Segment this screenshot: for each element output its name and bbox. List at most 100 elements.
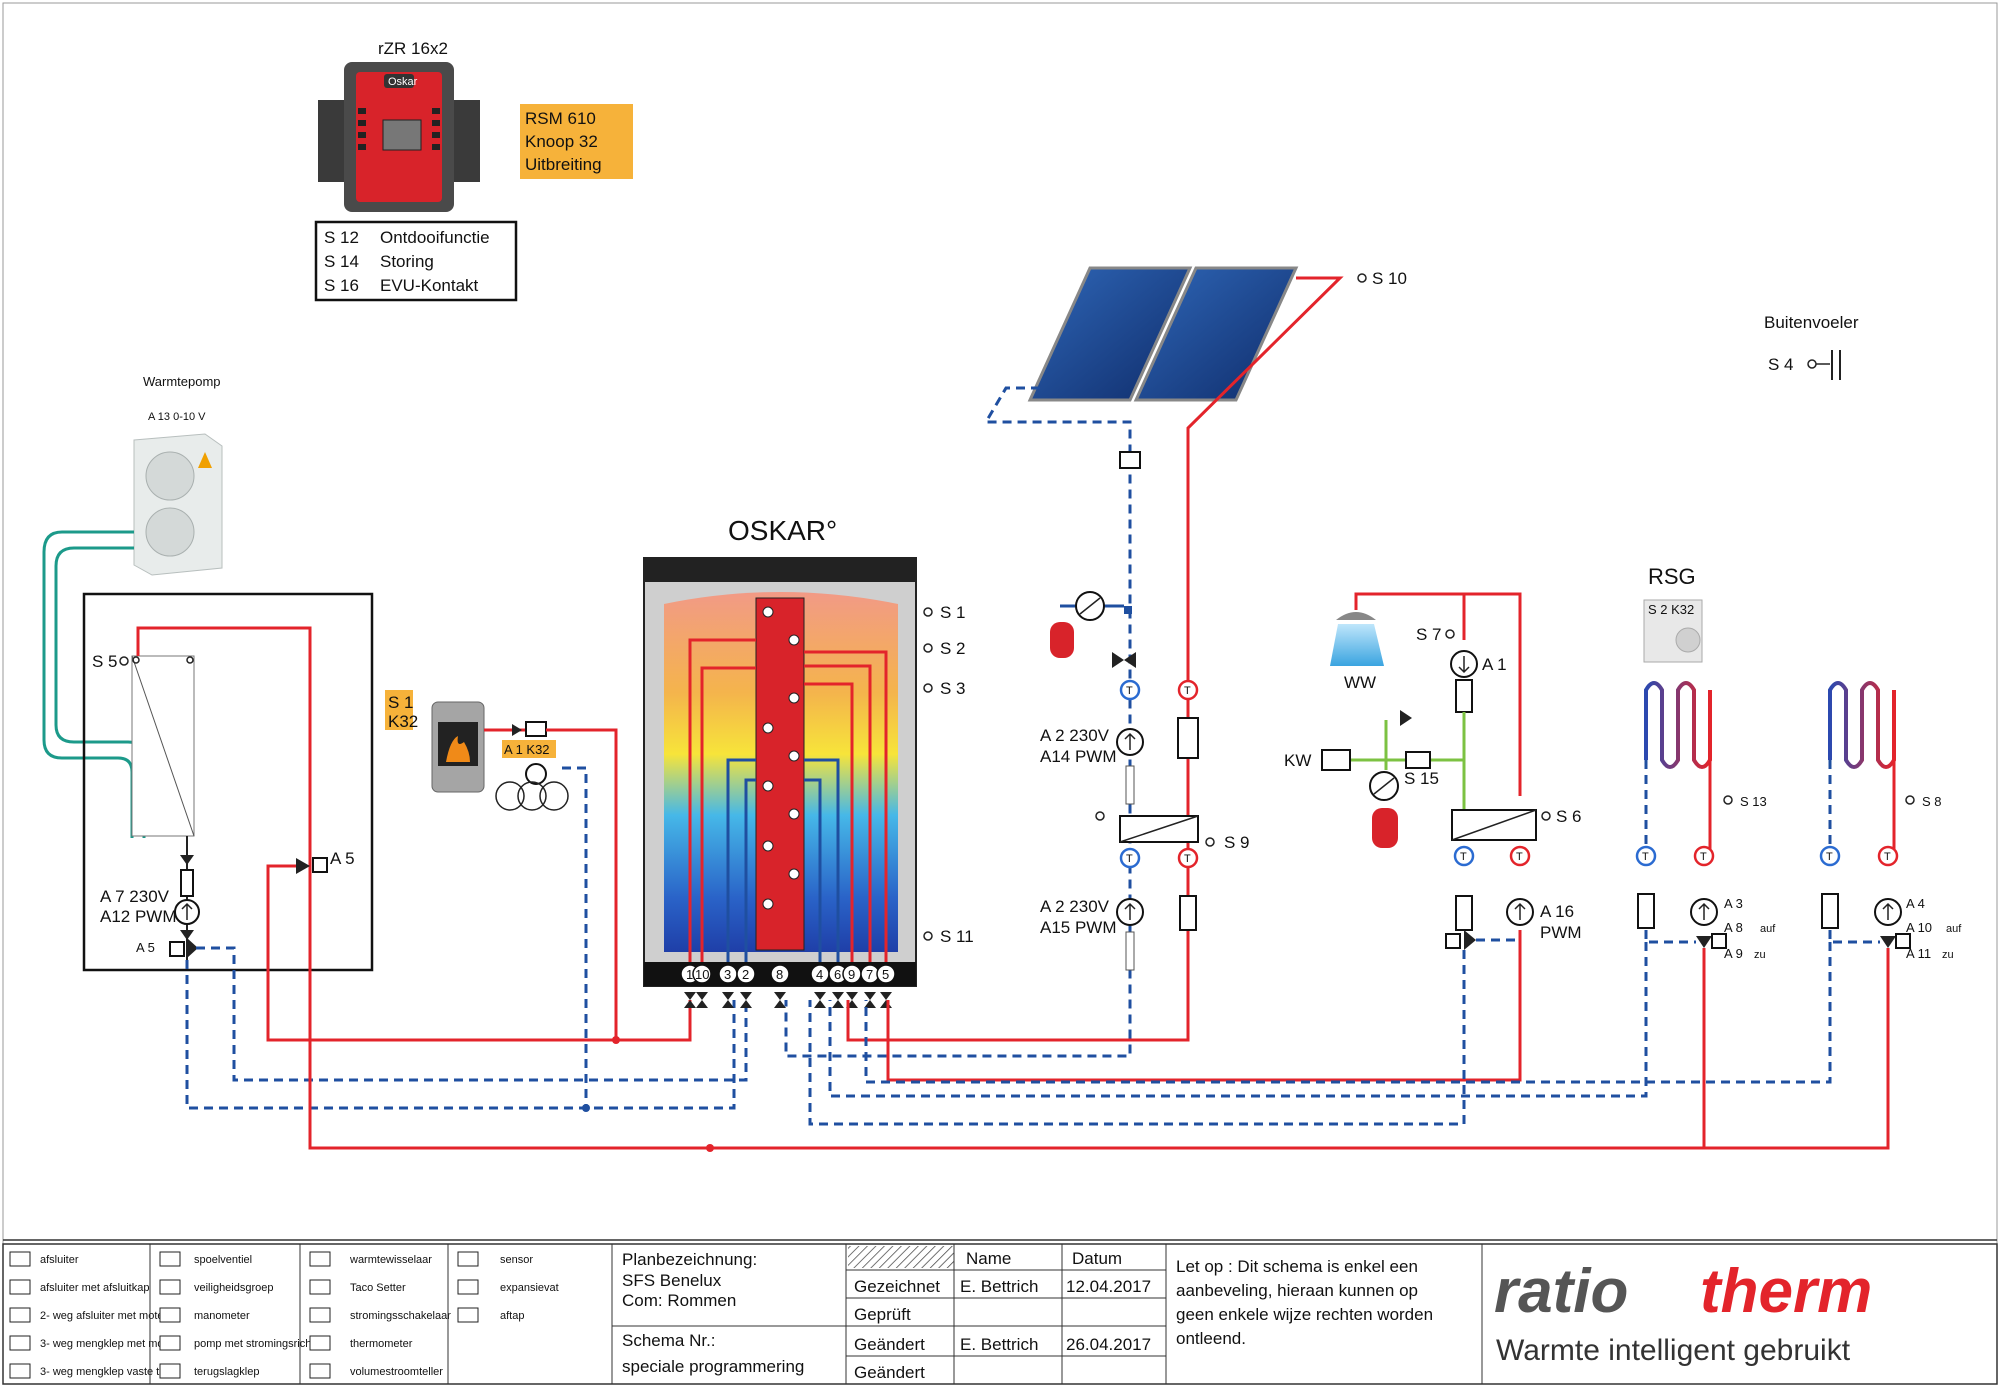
stove-supply-main <box>546 728 618 1040</box>
legend-symbol-icon <box>9 1307 31 1323</box>
legend-symbol-icon <box>309 1335 331 1351</box>
manometer-needle <box>1373 777 1395 795</box>
valve-icon <box>846 992 858 1000</box>
flowmeter-icon <box>1125 765 1135 805</box>
rev-row-date: 12.04.2017 <box>1066 1277 1151 1296</box>
dhw-cold-label: KW <box>1284 751 1311 770</box>
stove-pump-label: A 1 K32 <box>504 742 550 757</box>
stratifier-port <box>762 840 774 852</box>
legend-symbol-icon <box>309 1363 331 1379</box>
junction-dot <box>706 1144 714 1152</box>
legend-symbol-icon <box>457 1307 479 1323</box>
tank-port <box>876 964 896 984</box>
rev-row-label: Geändert <box>854 1363 925 1382</box>
legend-item: warmtewisselaar <box>349 1254 432 1266</box>
tank-port-label: 2 <box>742 967 749 982</box>
sensor-s13-dot <box>1723 795 1733 805</box>
thermometer-icon <box>1119 847 1141 869</box>
thermo-symbol: T <box>1460 851 1467 863</box>
outdoor-sensor-group: Buitenvoeler S 4 <box>1764 313 1859 380</box>
sensor-s5-label: S 5 <box>92 652 118 671</box>
coil-icon <box>539 781 569 811</box>
c2-open: A 10 <box>1906 920 1932 935</box>
valve-icon <box>740 1000 752 1008</box>
sensor-s6-dot <box>1541 811 1551 821</box>
stratifier-port <box>788 868 800 880</box>
dhw-s15: S 15 <box>1404 769 1439 788</box>
tank-top <box>644 558 916 582</box>
badge-line-3: Uitbreiting <box>525 155 602 174</box>
outdoor-title: Buitenvoeler <box>1764 313 1859 332</box>
hp-return-blue <box>196 946 748 1082</box>
hp-pump-line1: A 7 230V <box>100 887 170 906</box>
thermo-symbol: T <box>1184 853 1191 865</box>
hp-pump-line2: A12 PWM <box>100 907 177 926</box>
shower-label: WW <box>1344 673 1376 692</box>
tank-sensor-s2: S 2 <box>940 639 966 658</box>
sensor-label-s16: EVU-Kontakt <box>380 276 479 295</box>
rev-row-date: 26.04.2017 <box>1066 1335 1151 1354</box>
c1-return-main <box>828 942 1648 1098</box>
logo-ratio: ratio <box>1494 1257 1628 1326</box>
thermometer-icon <box>1177 679 1199 701</box>
c2-supply-main <box>1704 948 1890 1150</box>
c2-open-sub: auf <box>1946 923 1962 935</box>
note-line2: aanbeveling, hieraan kunnen op <box>1176 1281 1418 1300</box>
a5-label: A 5 <box>330 849 355 868</box>
controller-sensor-box <box>314 220 518 302</box>
junction-dot <box>612 1036 620 1044</box>
controller-led <box>358 144 366 150</box>
thermometer-icon <box>1453 845 1475 867</box>
c1-open: A 8 <box>1724 920 1743 935</box>
tank-stratifier <box>755 597 805 951</box>
sensor-s8-dot <box>1905 795 1915 805</box>
mixer-valve-icon <box>1696 936 1712 948</box>
expansion-vessel-icon <box>1372 808 1398 848</box>
underfloor-coil-1 <box>1644 681 1712 769</box>
legend-symbol-icon <box>309 1279 331 1295</box>
controller-model: rZR 16x2 <box>378 39 448 58</box>
coil-icon <box>495 781 525 811</box>
tank-port-label: 5 <box>882 967 889 982</box>
c1-sensor: S 13 <box>1740 794 1767 809</box>
badge-line-2: Knoop 32 <box>525 132 598 151</box>
heatpump-title: Warmtepomp <box>143 374 221 389</box>
legend-item: 2- weg afsluiter met moter <box>40 1310 167 1322</box>
legend-symbol-icon <box>457 1251 479 1267</box>
thermo-symbol: T <box>1184 685 1191 697</box>
legend-symbol-icon <box>309 1251 331 1267</box>
port-dot <box>1095 811 1105 821</box>
check-valve-icon <box>1455 679 1473 713</box>
thermo-symbol: T <box>1516 851 1523 863</box>
dhw-pump16-line2: PWM <box>1540 923 1582 942</box>
badge-line-1: RSM 610 <box>525 109 596 128</box>
stratifier-port <box>788 808 800 820</box>
stove-group: S 1 K32 A 1 K32 <box>385 690 620 1112</box>
c1-supply-main <box>308 948 1706 1150</box>
legend-item: thermometer <box>350 1338 413 1350</box>
rev-row-name: E. Bettrich <box>960 1277 1038 1296</box>
junction-dot <box>1124 606 1132 614</box>
mixer-motor-icon <box>312 857 328 873</box>
valve-icon <box>722 1000 734 1008</box>
tank-port <box>736 964 756 984</box>
legend-symbol-icon <box>159 1335 181 1351</box>
mixer-valve-icon <box>296 858 310 874</box>
valve-icon <box>880 992 892 1000</box>
tank-inner-5 <box>804 650 888 962</box>
legend-item: Taco Setter <box>350 1282 406 1294</box>
c2-close-sub: zu <box>1942 949 1954 961</box>
tank-port-label: 9 <box>848 967 855 982</box>
pump-arrow <box>1514 902 1526 920</box>
tank-port-label: 10 <box>695 967 709 982</box>
tank-inner-6 <box>804 758 840 962</box>
valve-icon <box>864 992 876 1000</box>
mixer-valve-icon <box>187 938 198 958</box>
valve-icon <box>722 992 734 1000</box>
tank-sensor-s3: S 3 <box>940 679 966 698</box>
tank-inner-1 <box>688 638 756 962</box>
legend-symbol-icon <box>457 1279 479 1295</box>
taco-setter-icon <box>1405 751 1431 769</box>
